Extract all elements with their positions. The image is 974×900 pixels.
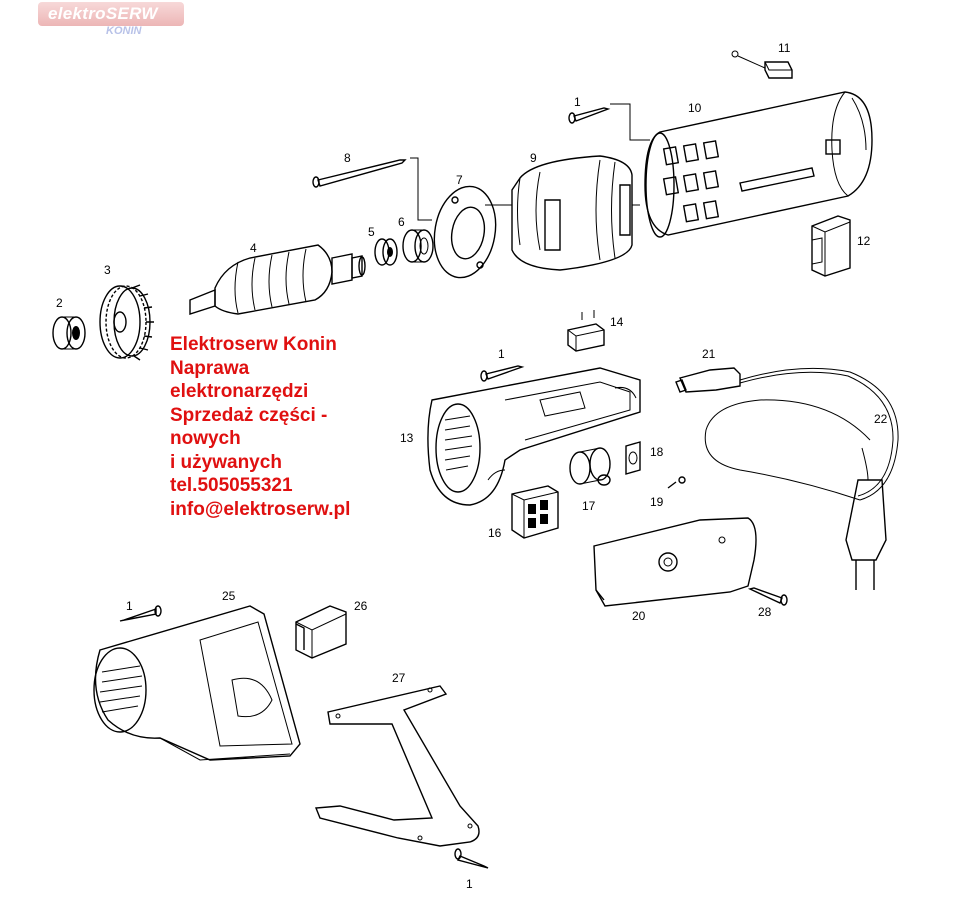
advert-line: i używanych xyxy=(170,451,282,473)
label-part-14: 14 xyxy=(610,315,624,329)
advert-line: Naprawa xyxy=(170,357,250,379)
label-part-17: 17 xyxy=(582,499,596,513)
part-4-armature xyxy=(189,244,366,315)
label-part-12: 12 xyxy=(857,234,871,248)
label-part-11: 11 xyxy=(778,41,791,55)
label-part-19: 19 xyxy=(650,495,664,509)
advert-email: info@elektroserw.pl xyxy=(170,498,351,520)
label-part-9: 9 xyxy=(530,151,537,165)
advert-text-block: Elektroserw Konin Naprawa elektronarzędz… xyxy=(170,333,430,521)
label-part-1-lower: 1 xyxy=(126,599,133,613)
label-part-2: 2 xyxy=(56,296,63,310)
logo-background xyxy=(38,2,184,26)
part-27-rear-handle xyxy=(314,685,480,847)
part-13-housing-half xyxy=(427,367,641,506)
advert-phone: tel.505055321 xyxy=(170,475,293,496)
part-19-small-screw xyxy=(667,476,686,489)
label-part-7: 7 xyxy=(456,173,463,187)
label-part-4: 4 xyxy=(250,241,257,255)
label-part-26: 26 xyxy=(354,599,368,613)
part-7-fan-baffle xyxy=(433,185,497,279)
part-20-handle-cover xyxy=(593,517,757,607)
label-part-1-top: 1 xyxy=(574,95,581,109)
part-6-bearing xyxy=(402,229,434,263)
part-1-screw-lower xyxy=(119,605,162,622)
logo-brand-text: elektroSERW xyxy=(48,4,158,23)
part-18-cable-clamp xyxy=(625,441,641,475)
advert-line: Elektroserw Konin xyxy=(170,334,337,355)
part-3-gear xyxy=(99,284,154,361)
label-part-16: 16 xyxy=(488,526,502,540)
part-21-22-power-cord xyxy=(675,367,899,590)
part-1-screw-middle xyxy=(480,365,525,382)
label-part-1-bottom: 1 xyxy=(466,877,473,891)
part-8-long-screw xyxy=(312,157,432,221)
label-part-10: 10 xyxy=(688,101,702,115)
part-12-switch-button xyxy=(811,215,851,277)
part-11-switch-plate xyxy=(731,50,793,79)
label-part-1-middle: 1 xyxy=(498,347,505,361)
part-28-screw xyxy=(747,587,788,606)
part-9-stator xyxy=(485,155,640,271)
label-part-22: 22 xyxy=(874,412,888,426)
part-1-screw-bottom xyxy=(454,848,489,869)
part-17-brush-holder xyxy=(569,447,611,486)
label-part-27: 27 xyxy=(392,671,406,685)
label-part-25: 25 xyxy=(222,589,236,603)
label-part-21: 21 xyxy=(702,347,716,361)
label-part-3: 3 xyxy=(104,263,111,277)
advert-line: nowych xyxy=(170,428,241,449)
label-part-28: 28 xyxy=(758,605,772,619)
label-part-6: 6 xyxy=(398,215,405,229)
part-number-labels: 11 1 10 8 9 7 5 6 12 4 3 2 14 1 21 22 13… xyxy=(56,41,888,891)
part-26-switch-button xyxy=(295,605,347,659)
label-part-8: 8 xyxy=(344,151,351,165)
label-part-20: 20 xyxy=(632,609,646,623)
label-part-18: 18 xyxy=(650,445,664,459)
elektroserw-logo: elektroSERW KONIN xyxy=(38,2,184,37)
part-5-bearing xyxy=(374,238,398,266)
advert-line: elektronarzędzi xyxy=(170,381,309,402)
label-part-5: 5 xyxy=(368,225,375,239)
part-14-capacitor xyxy=(567,310,605,352)
label-part-13: 13 xyxy=(400,431,414,445)
part-25-lower-housing xyxy=(93,605,301,761)
logo-city-text: KONIN xyxy=(106,25,142,37)
part-2-bearing xyxy=(52,316,86,350)
part-10-motor-housing xyxy=(644,91,873,238)
part-16-switch xyxy=(511,485,559,539)
part-1-screw-top xyxy=(568,103,650,141)
advert-line: Sprzedaż części - xyxy=(170,404,328,426)
